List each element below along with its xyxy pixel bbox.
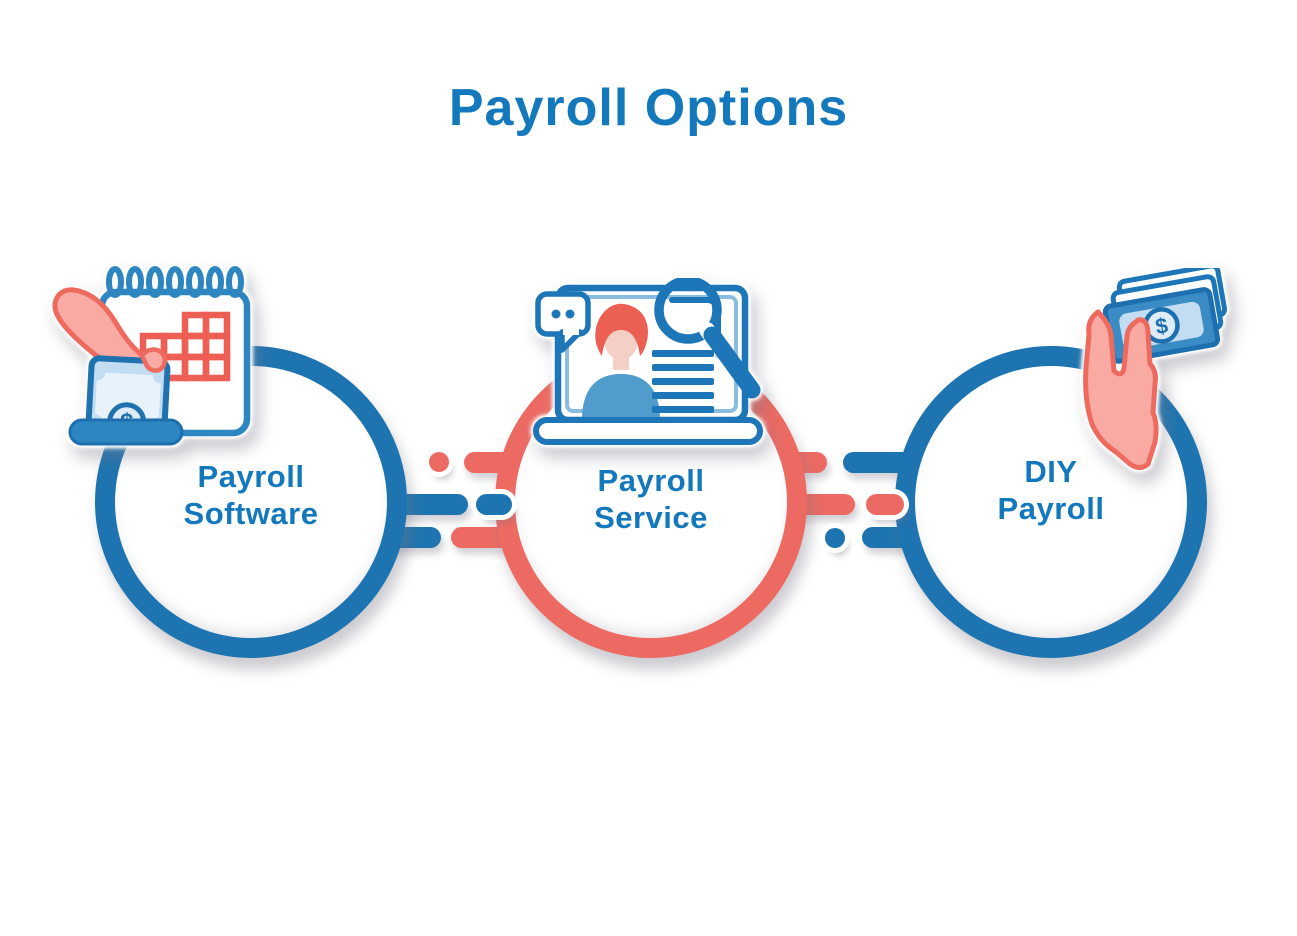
connector-dot	[429, 452, 449, 472]
connector-pill	[866, 494, 904, 515]
magnifying-glass-icon	[654, 278, 761, 399]
avatar-hair	[595, 303, 648, 356]
lens-handle	[703, 326, 761, 399]
connector-dot	[825, 528, 845, 548]
calendar-payment-icon: $	[52, 266, 251, 446]
hand	[1083, 309, 1159, 470]
circle-label-payroll-service: Payroll Service	[495, 462, 807, 536]
finger	[139, 347, 168, 373]
avatar	[582, 303, 660, 420]
laptop-resume-search-icon	[533, 278, 763, 445]
cash-stack: $	[1102, 268, 1228, 364]
label-line: Payroll	[597, 463, 705, 498]
circle-label-payroll-software: Payroll Software	[95, 458, 407, 532]
laptop-base	[533, 417, 763, 445]
connector-pill	[476, 494, 512, 515]
label-line: Software	[183, 496, 319, 531]
hand-holding-cash-icon: $	[1083, 268, 1228, 470]
money-slot	[68, 418, 184, 446]
label-line: Payroll	[197, 459, 305, 494]
resume-text-lines	[652, 350, 714, 413]
dollar-sign: $	[1153, 313, 1169, 340]
circle-label-diy-payroll: DIY Payroll	[895, 453, 1207, 527]
page-title: Payroll Options	[448, 79, 849, 137]
spiral-binding	[106, 266, 244, 298]
label-line: Payroll	[997, 491, 1105, 526]
avatar-shirt	[582, 374, 660, 420]
chat-bubble	[535, 291, 591, 353]
dollar-bill: $	[85, 355, 171, 442]
label-line: Service	[594, 500, 708, 535]
label-line: DIY	[1024, 454, 1078, 489]
lens	[654, 278, 722, 344]
